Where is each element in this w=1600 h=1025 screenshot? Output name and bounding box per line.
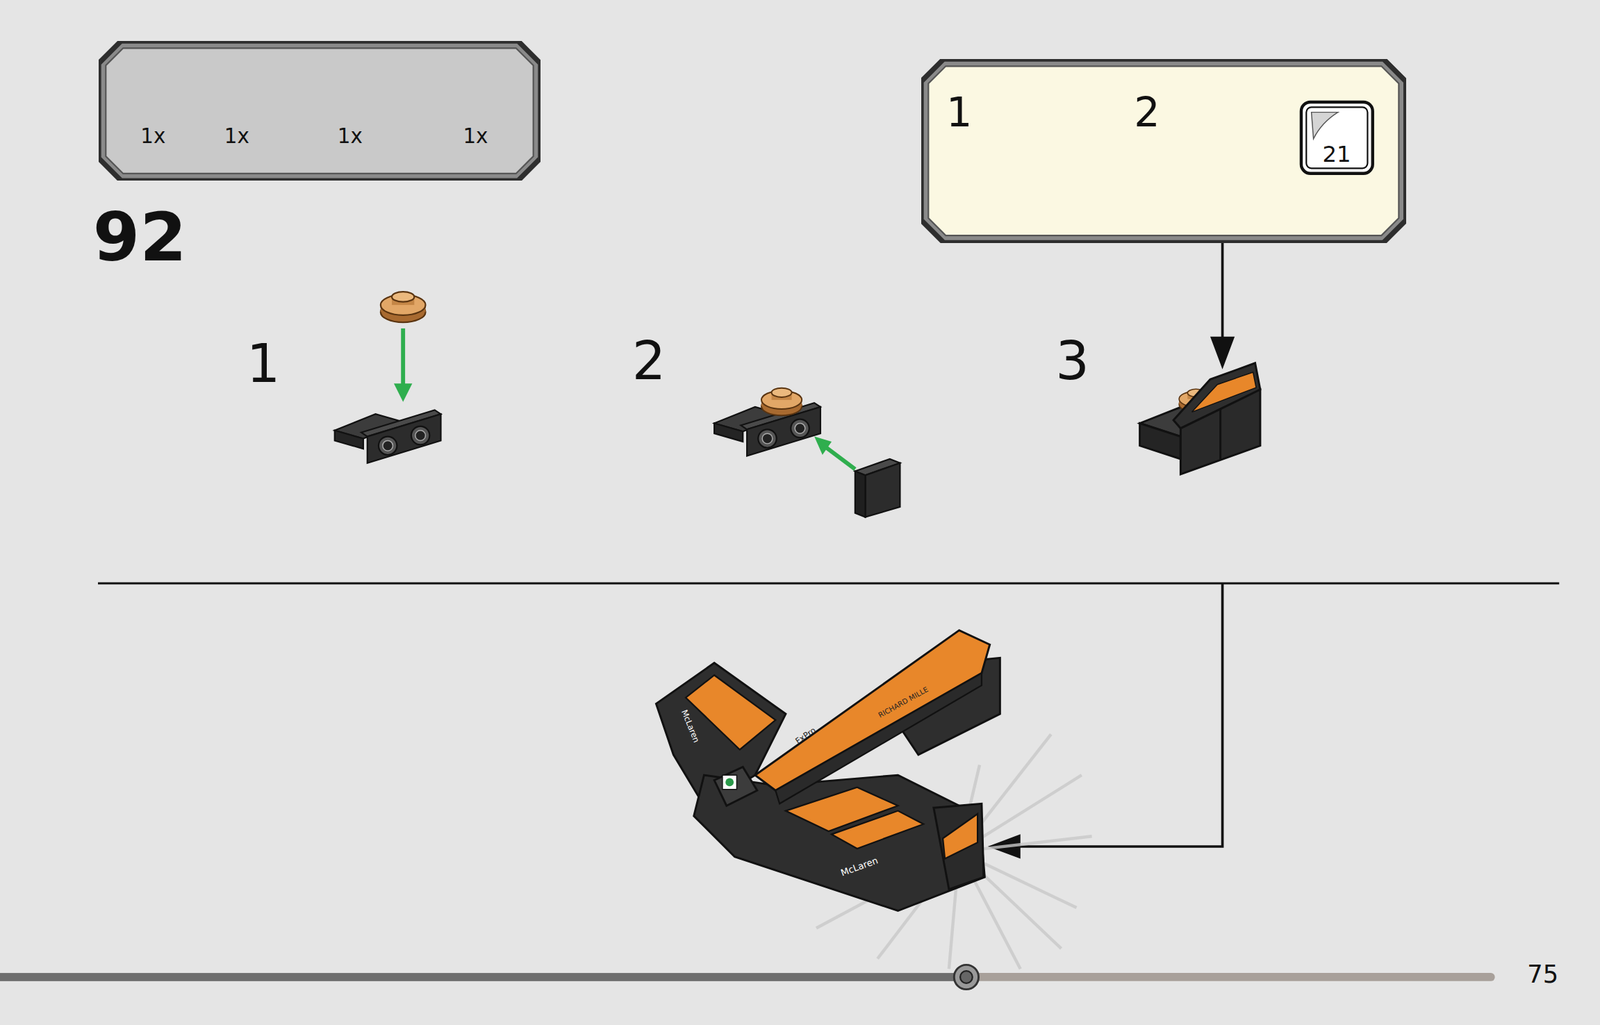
- sub-step-number: 3: [1055, 334, 1090, 388]
- step-2-picture: [714, 388, 900, 518]
- part-quantity: 1x: [462, 126, 488, 147]
- page-number: 75: [1527, 962, 1559, 987]
- model-picture: [655, 630, 1092, 970]
- outline: [98, 40, 541, 181]
- step-number: 92: [93, 204, 187, 272]
- progress-bar: [0, 965, 1496, 990]
- callout-number: 2: [1133, 91, 1160, 133]
- sub-build-callout: 1 2 21: [921, 59, 1407, 243]
- separator: [97, 582, 1560, 585]
- sub-step-number: 1: [246, 337, 281, 391]
- parts-list: 1x 1x 1x 1x: [98, 40, 541, 181]
- step-1-picture: [334, 291, 442, 464]
- callout-number: 1: [946, 91, 972, 133]
- sticker-box: 21: [1299, 100, 1375, 176]
- part-quantity: 1x: [337, 126, 363, 147]
- step-3-picture: [1140, 363, 1261, 475]
- part-quantity: 1x: [140, 126, 166, 147]
- part-quantity: 1x: [224, 126, 250, 147]
- sticker-number: 21: [1322, 143, 1352, 166]
- sub-step-number: 2: [632, 334, 667, 388]
